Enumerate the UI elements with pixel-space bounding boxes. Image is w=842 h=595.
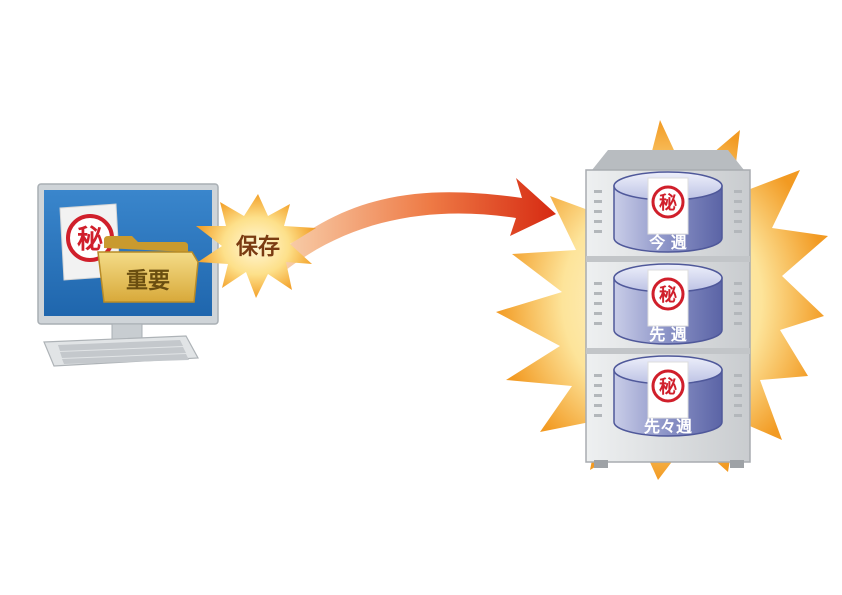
disk-stamp-text: 秘 bbox=[659, 376, 677, 398]
disk-stamp-text: 秘 bbox=[659, 284, 677, 306]
important-folder: 重要 bbox=[97, 236, 199, 303]
keyboard bbox=[43, 335, 199, 367]
save-burst: 保存 bbox=[196, 194, 316, 298]
disk-this-week: 秘 今 週 bbox=[613, 171, 723, 253]
disk-stamp-circle bbox=[651, 185, 685, 219]
save-arrow bbox=[276, 178, 556, 270]
save-burst-shape bbox=[196, 194, 316, 298]
disk-label: 先 週 bbox=[649, 325, 687, 344]
disk-stamp-text: 秘 bbox=[659, 192, 677, 214]
disk-stamp-circle bbox=[651, 277, 685, 311]
disk-stamp-circle bbox=[651, 369, 685, 403]
disk-two-weeks-ago: 秘 先々週 bbox=[613, 355, 723, 437]
disk-last-week: 秘 先 週 bbox=[613, 263, 723, 345]
disk-label: 先々週 bbox=[644, 417, 692, 436]
disk-label: 今 週 bbox=[648, 233, 687, 252]
secret-stamp-text: 秘 bbox=[77, 224, 103, 255]
folder-label: 重要 bbox=[126, 269, 170, 294]
save-label: 保存 bbox=[235, 234, 280, 260]
computer-illustration: 秘 重要 bbox=[37, 183, 219, 367]
server-rack: 秘 今 週 秘 先 週 秘 先々週 bbox=[585, 150, 751, 468]
